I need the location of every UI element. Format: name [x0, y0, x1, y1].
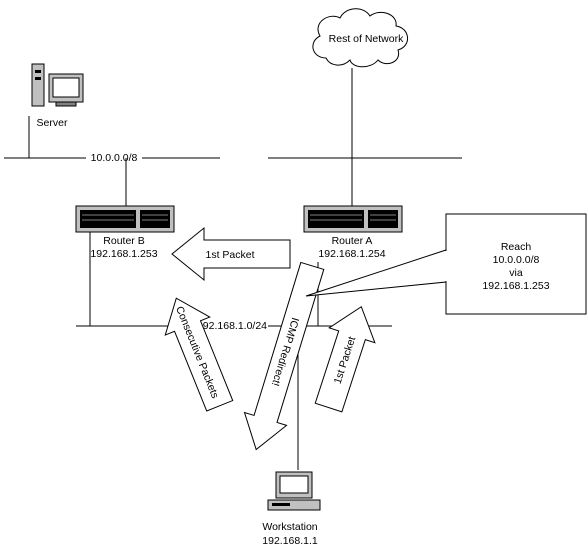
cloud: Rest of Network: [312, 8, 408, 68]
workstation-ip: 192.168.1.1: [262, 535, 318, 547]
server-tower-slot: [35, 77, 41, 80]
router-b-ip: 192.168.1.253: [90, 248, 157, 260]
top-network-label: 10.0.0.0/8: [91, 152, 138, 164]
consecutive-packets-arrow: Consecutive Packets: [164, 297, 234, 412]
router-b: Router B 192.168.1.253: [75, 205, 175, 260]
router-a: Router A 192.168.1.254: [303, 205, 403, 260]
router-b-name: Router B: [103, 235, 144, 247]
lan-label: 192.168.1.0/24: [197, 320, 267, 332]
router-a-ip: 192.168.1.254: [318, 248, 385, 260]
first-packet-left-arrow: 1st Packet: [171, 226, 291, 282]
cloud-shape: [312, 8, 408, 68]
route-callout-line3: via: [509, 267, 523, 279]
workstation-base: [267, 499, 321, 511]
workstation-label: Workstation: [262, 521, 317, 533]
route-callout: Reach 10.0.0.0/8 via 192.168.1.253: [305, 213, 587, 315]
router-b-panel: [140, 210, 170, 228]
first-packet-left-label: 1st Packet: [205, 249, 254, 261]
icmp-redirect-arrow: ICMP Redirect!: [243, 261, 325, 451]
server: Server: [31, 63, 84, 129]
router-a-panel: [308, 210, 364, 228]
workstation-screen: [279, 475, 309, 494]
cloud-label: Rest of Network: [329, 33, 404, 45]
top-network-label-bg: [86, 150, 142, 164]
router-a-panel: [368, 210, 398, 228]
route-callout-line4: 192.168.1.253: [482, 280, 549, 292]
first-packet-up-arrow: 1st Packet: [314, 305, 376, 413]
first-packet-left-arrow-shape: [171, 226, 291, 282]
route-callout-box: [445, 213, 587, 315]
server-monitor-base: [55, 101, 77, 107]
route-callout-line1: Reach: [501, 241, 532, 253]
workstation-drive: [272, 503, 290, 506]
lan-label-bg: [196, 318, 268, 332]
router-a-name: Router A: [332, 235, 373, 247]
server-tower-slot: [35, 70, 41, 73]
server-tower: [31, 63, 45, 107]
workstation: Workstation 192.168.1.1: [262, 471, 321, 547]
server-screen: [52, 77, 80, 98]
first-packet-up-arrow-shape: [314, 305, 376, 413]
server-label: Server: [37, 117, 68, 129]
route-callout-line2: 10.0.0.0/8: [493, 254, 540, 266]
router-b-panel: [80, 210, 136, 228]
consecutive-packets-arrow-shape: [164, 297, 234, 412]
